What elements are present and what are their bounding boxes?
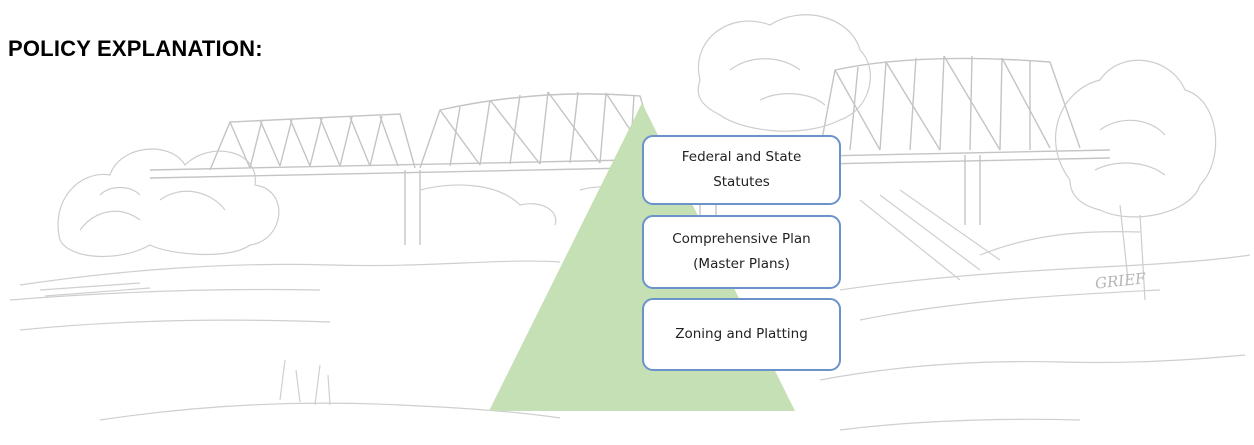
ground-sketch bbox=[9, 189, 1251, 431]
level-comprehensive-plan: Comprehensive Plan (Master Plans) bbox=[642, 215, 841, 289]
level-federal-state-statutes: Federal and State Statutes bbox=[642, 135, 841, 205]
level-label-line1: Comprehensive Plan bbox=[672, 231, 811, 247]
level-label-line2: (Master Plans) bbox=[693, 256, 790, 272]
trees-sketch bbox=[57, 14, 1217, 301]
bridge-sketch bbox=[149, 55, 1111, 245]
level-label-line1: Federal and State bbox=[681, 149, 802, 165]
level-label-line2: Statutes bbox=[713, 174, 770, 190]
level-zoning-platting: Zoning and Platting bbox=[642, 298, 841, 371]
level-label: Zoning and Platting bbox=[675, 326, 808, 342]
page-title: POLICY EXPLANATION: bbox=[8, 36, 263, 61]
